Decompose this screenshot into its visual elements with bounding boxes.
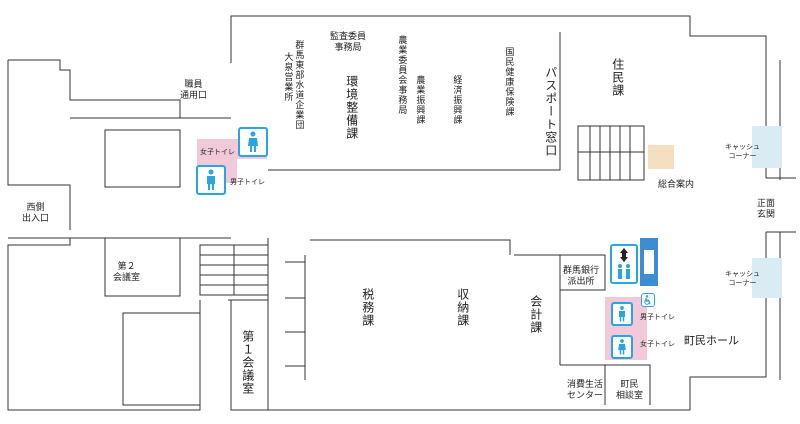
corridor-wall-north: [268, 32, 561, 171]
residents-label: 住民課: [610, 58, 625, 97]
economic-promotion-label: 経済振興課: [451, 75, 462, 125]
meeting-room-1: [231, 299, 269, 410]
bank-wall: [560, 254, 606, 291]
elevator-inner: [644, 250, 654, 274]
meeting-room-2: [104, 238, 181, 297]
female-person-icon: [611, 335, 633, 359]
north-wing-wall: [230, 15, 767, 178]
cash-corner-south-box: [752, 258, 782, 298]
mens-toilet-label-west: 男子トイレ: [230, 178, 265, 186]
town-hall-label: 町民ホール: [684, 334, 739, 347]
cash-corner-north-label: キャッシュ コーナー: [725, 143, 760, 160]
gunma-water-label: 群馬東部水道企業団: [293, 40, 304, 130]
cash-corner-south-label: キャッシュ コーナー: [725, 270, 760, 287]
staff-entrance-label: 職員 通用口: [180, 80, 208, 102]
consumer-center-label: 消費生活 センター: [567, 380, 604, 402]
accounting-label: 会計課: [528, 295, 543, 334]
tax-label: 税務課: [360, 288, 375, 327]
west-block-north-outer: [7, 60, 71, 230]
east-wall-south: [230, 232, 767, 411]
womens-toilet-label-west: 女子トイレ: [200, 148, 235, 156]
gunma-bank-label: 群馬銀行 派出所: [563, 266, 600, 288]
womens-toilet-label-east: 女子トイレ: [640, 340, 675, 348]
male-person-icon: [611, 302, 633, 326]
wheelchair-icon: [641, 293, 655, 307]
info-desk: [648, 145, 674, 169]
stair-west-steps: [200, 245, 268, 295]
cash-corner-north-box: [752, 126, 782, 168]
environment-label: 環境整備課: [344, 75, 359, 140]
oizumi-office-label: 大泉営業所: [282, 52, 293, 102]
main-entrance-label: 正面 玄関: [757, 199, 776, 221]
partition-lines: [285, 255, 306, 380]
general-info-label: 総合案内: [658, 180, 695, 190]
revenue-label: 収納課: [455, 288, 470, 327]
health-insurance-label: 国民健康保険課: [503, 47, 514, 117]
passport-label: パスポート窓口: [543, 66, 558, 157]
meeting-room-1-label: 第１会議室: [240, 330, 255, 395]
consult-wall: [560, 364, 651, 405]
stair-north-steps: [578, 126, 644, 180]
west-block-north: [8, 59, 231, 119]
elevator-icon: [610, 244, 638, 284]
male-person-icon: [196, 165, 226, 195]
female-person-icon: [238, 127, 268, 157]
west-entrance-label: 西側 出入口: [22, 203, 50, 225]
audit-office-label: 監査委員 事務局: [330, 32, 367, 54]
inner-room-south: [122, 312, 201, 406]
meeting-room-2-label: 第２ 会議室: [113, 262, 141, 284]
consultation-label: 町民 相談室: [616, 380, 644, 402]
agri-promotion-label: 農業振興課: [414, 75, 425, 125]
stair-north: [577, 125, 645, 181]
south-block-top: [310, 239, 511, 255]
agri-committee-label: 農業委員会事務局: [396, 35, 407, 115]
mens-toilet-label-east: 男子トイレ: [640, 313, 675, 321]
inner-room-west: [104, 129, 181, 188]
west-block-south: [7, 237, 201, 411]
